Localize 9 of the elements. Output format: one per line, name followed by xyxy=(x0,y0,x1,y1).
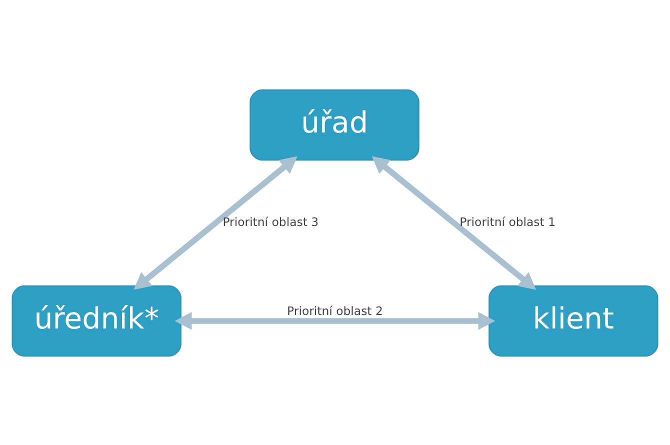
edge-label: Prioritní oblast 2 xyxy=(287,303,383,318)
node-box: úředník* xyxy=(12,284,182,356)
edge-label: Prioritní oblast 3 xyxy=(222,214,319,229)
arrow xyxy=(174,312,496,330)
node-box: klient xyxy=(488,284,658,356)
edge-label: Prioritní oblast 1 xyxy=(460,214,556,229)
arrow xyxy=(134,156,298,290)
arrow xyxy=(372,156,536,290)
node-box: úřad xyxy=(250,88,420,160)
